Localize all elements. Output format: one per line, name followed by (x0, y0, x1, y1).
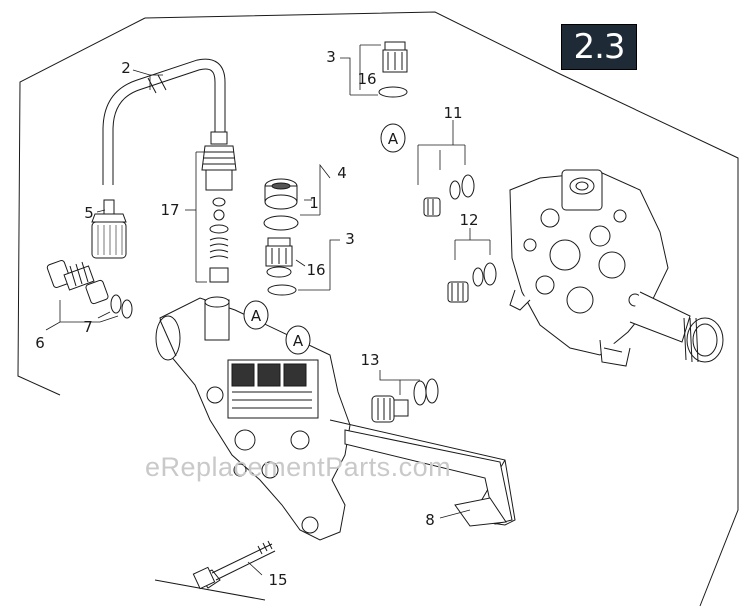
frame-border-bottom (154, 579, 266, 601)
callout-8: 8 (425, 511, 435, 529)
hose-part (102, 58, 226, 185)
callout-13: 13 (360, 351, 379, 369)
marker-a-top: A (388, 130, 399, 148)
callout-15: 15 (268, 571, 287, 589)
check-valve-lower-part (265, 237, 297, 296)
bolt-part (192, 540, 276, 590)
marker-a-right: A (293, 332, 304, 350)
section-badge: 2.3 (561, 24, 637, 70)
marker-circles (243, 123, 406, 355)
callout-2: 2 (121, 59, 131, 77)
pressure-valve-part (371, 378, 439, 423)
callout-11: 11 (443, 104, 462, 122)
filter-part (91, 199, 127, 259)
callout-3-lower: 3 (345, 230, 355, 248)
valve-assembly-lower-right (447, 262, 497, 303)
callout-1: 1 (309, 194, 319, 212)
valve-assembly-upper-right (423, 174, 475, 217)
fitting-stack-part (201, 131, 237, 283)
check-valve-top-part (378, 41, 408, 98)
callout-12: 12 (459, 211, 478, 229)
inlet-fitting-part (46, 259, 133, 319)
callout-6: 6 (35, 334, 45, 352)
pump-head-housing (509, 169, 724, 367)
frame-border (144, 11, 739, 607)
callout-5: 5 (84, 204, 94, 222)
marker-a-left: A (251, 307, 262, 325)
gasket-strip-part (329, 419, 516, 527)
check-valve-upper-part (263, 178, 299, 231)
callout-3-top: 3 (326, 48, 336, 66)
pump-manifold (155, 296, 351, 541)
leader-lines (45, 44, 491, 576)
frame-border-left (17, 17, 146, 396)
callout-7: 7 (83, 318, 93, 336)
callout-4: 4 (337, 164, 347, 182)
callout-16-lower: 16 (306, 261, 325, 279)
callout-16-top: 16 (357, 70, 376, 88)
callout-17: 17 (160, 201, 179, 219)
